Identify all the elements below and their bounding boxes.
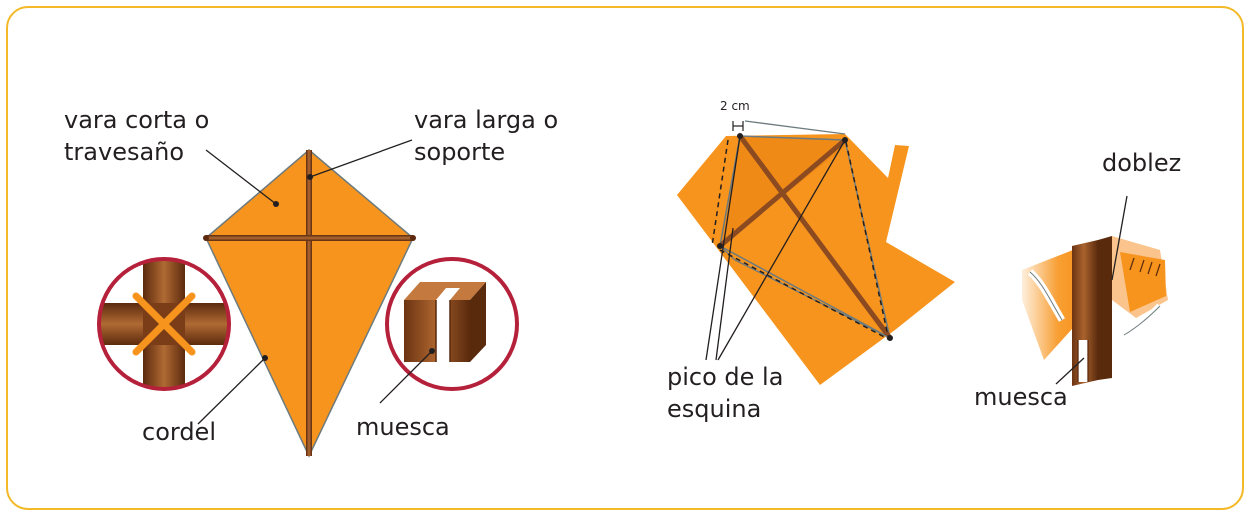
label-notch-left: muesca [356, 413, 450, 441]
label-fold: doblez [1102, 149, 1181, 177]
cross-stick [206, 235, 413, 241]
diagonal-stick [718, 138, 847, 248]
corner-dot [410, 235, 416, 241]
long-stick [306, 150, 312, 456]
corner-dot [203, 235, 209, 241]
label-long-stick-2: soporte [414, 138, 505, 166]
string-cross [132, 292, 196, 356]
leader-lines-left [197, 139, 433, 425]
fold-lines [711, 139, 891, 341]
kite-folding [677, 120, 955, 385]
leader-lines-middle [705, 135, 846, 361]
label-short-stick-1: vara corta o [64, 106, 209, 134]
label-corner-tip-1: pico de la [667, 363, 783, 391]
diagonal-stick [737, 134, 893, 340]
paper-sheet [677, 134, 955, 385]
dimension-mark [732, 121, 744, 131]
label-long-stick-1: vara larga o [414, 106, 558, 134]
notch-detail-circle [385, 257, 519, 391]
label-corner-tip-2: esquina [667, 395, 761, 423]
label-short-stick-2: travesaño [64, 138, 184, 166]
joint-detail-circle [97, 257, 231, 391]
label-notch-right: muesca [974, 383, 1068, 411]
kite-main [203, 149, 416, 458]
label-dimension: 2 cm [720, 99, 750, 113]
label-string: cordel [142, 418, 216, 446]
diagram-frame [6, 6, 1244, 510]
fold-detail [1022, 195, 1168, 386]
